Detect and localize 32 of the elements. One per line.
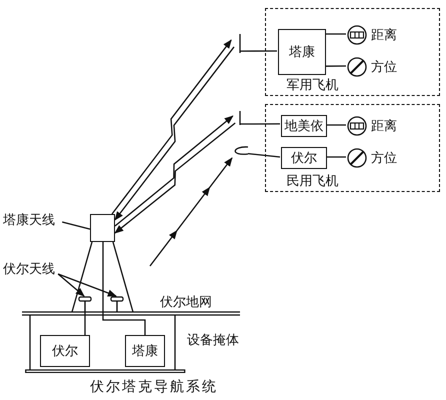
leader-arrow [58,273,117,297]
signal-arrow [149,157,233,266]
indicator-label: 距离 [371,28,397,42]
connector-line [240,50,277,52]
callout-label: 伏尔天线 [3,262,61,278]
equipment-box: 伏尔 [40,335,90,367]
connector-line [62,221,90,230]
callout-label: 伏尔地网 [160,295,212,310]
aircraft-group-frame [265,104,440,192]
connector-line [248,152,280,158]
receiver-box: 塔康 [278,29,326,75]
group-label: 军用飞机 [286,78,340,93]
group-label: 民用飞机 [286,174,340,189]
connector-line [326,124,346,126]
caption: 伏尔塔克导航系统 [90,380,218,395]
connector-line [102,242,146,335]
callout-label: 设备掩体 [187,333,239,348]
connector-line [325,65,346,67]
receiver-box: 伏尔 [281,147,327,169]
receiver-box: 地美依 [281,115,327,137]
connector-line [326,156,346,158]
indicator-label: 距离 [371,118,397,134]
indicator-label: 方位 [371,60,397,74]
leader-arrow [58,274,85,297]
equipment-box: 塔康 [125,335,165,367]
connector-line [240,123,280,125]
connector-line [325,33,346,35]
aircraft-group-frame [265,8,440,96]
antenna-housing [90,214,115,242]
callout-label: 塔康天线 [3,213,61,229]
connector-line [84,312,86,335]
indicator-label: 方位 [371,150,397,166]
